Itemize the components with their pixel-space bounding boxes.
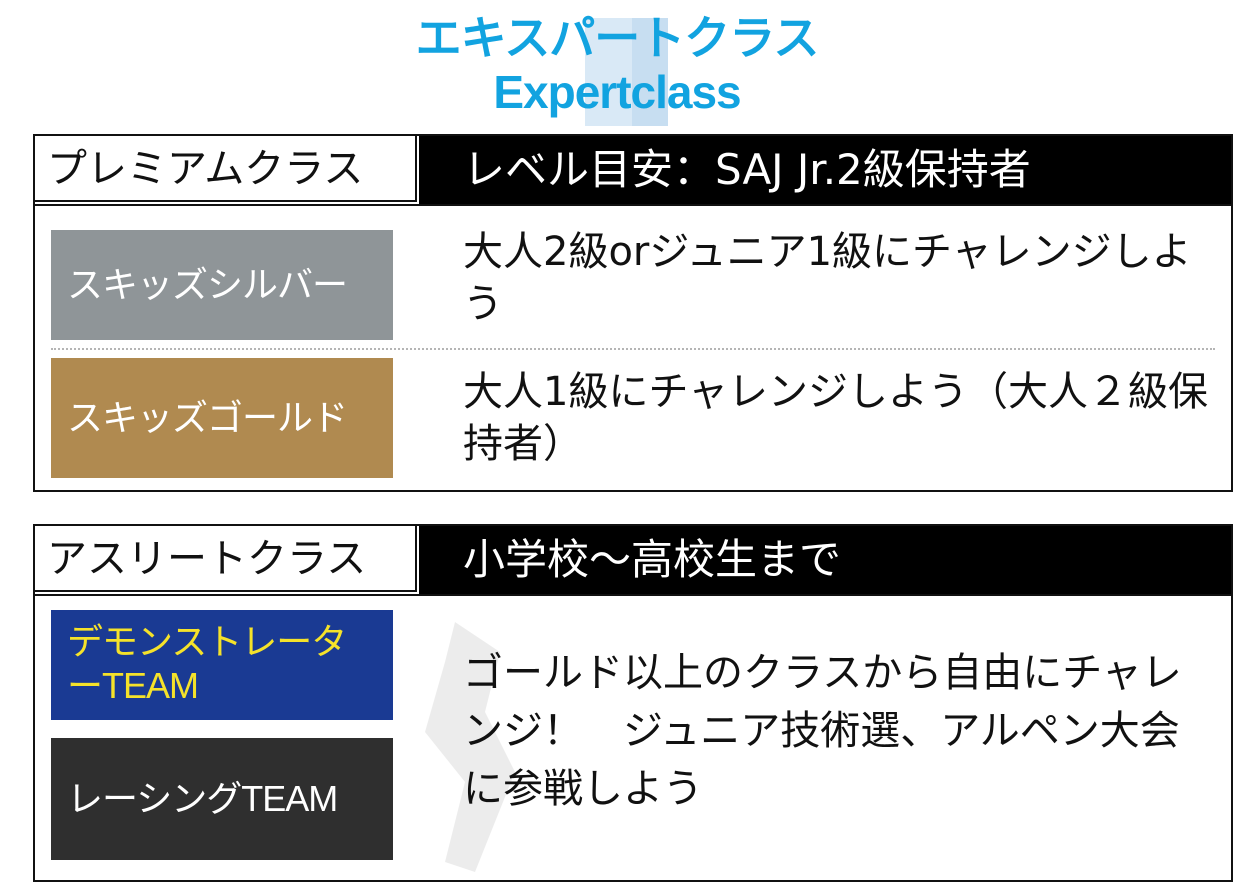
premium-class-name: プレミアムクラス — [35, 136, 417, 202]
skids-silver-desc: 大人2級orジュニア1級にチャレンジしよう — [463, 229, 1192, 327]
dotted-divider — [51, 348, 1215, 350]
athlete-class-name: アスリートクラス — [35, 526, 417, 592]
skids-gold-tag: スキッズゴールド — [51, 358, 393, 478]
skier-watermark-icon — [425, 622, 515, 872]
header-rule — [35, 594, 1231, 596]
athlete-header: アスリートクラス 小学校～高校生まで — [35, 526, 1231, 594]
title-block: エキスパートクラス Expertclass — [0, 4, 1234, 126]
title-english: Expertclass — [493, 66, 741, 118]
premium-level-guide: レベル目安：SAJ Jr.2級保持者 — [419, 136, 1231, 204]
skids-gold-desc: 大人1級にチャレンジしよう（大人２級保持者） — [463, 369, 1209, 467]
title-japanese: エキスパートクラス — [415, 11, 820, 65]
athlete-level-guide: 小学校～高校生まで — [419, 526, 1231, 594]
premium-header: プレミアムクラス レベル目安：SAJ Jr.2級保持者 — [35, 136, 1231, 204]
demonstrator-team-tag: デモンストレーターTEAM — [51, 610, 393, 720]
skids-silver-tag: スキッズシルバー — [51, 230, 393, 340]
racing-team-tag: レーシングTEAM — [51, 738, 393, 860]
header-rule — [35, 204, 1231, 206]
athlete-desc: ゴールド以上のクラスから自由にチャレンジ！ ジュニア技術選、アルペン大会に参戦し… — [463, 650, 1182, 812]
athlete-class-section: アスリートクラス 小学校～高校生まで デモンストレーターTEAM レーシングTE… — [33, 524, 1233, 882]
title-highlight-dark — [632, 18, 668, 126]
premium-class-section: プレミアムクラス レベル目安：SAJ Jr.2級保持者 スキッズシルバー 大人2… — [33, 134, 1233, 492]
